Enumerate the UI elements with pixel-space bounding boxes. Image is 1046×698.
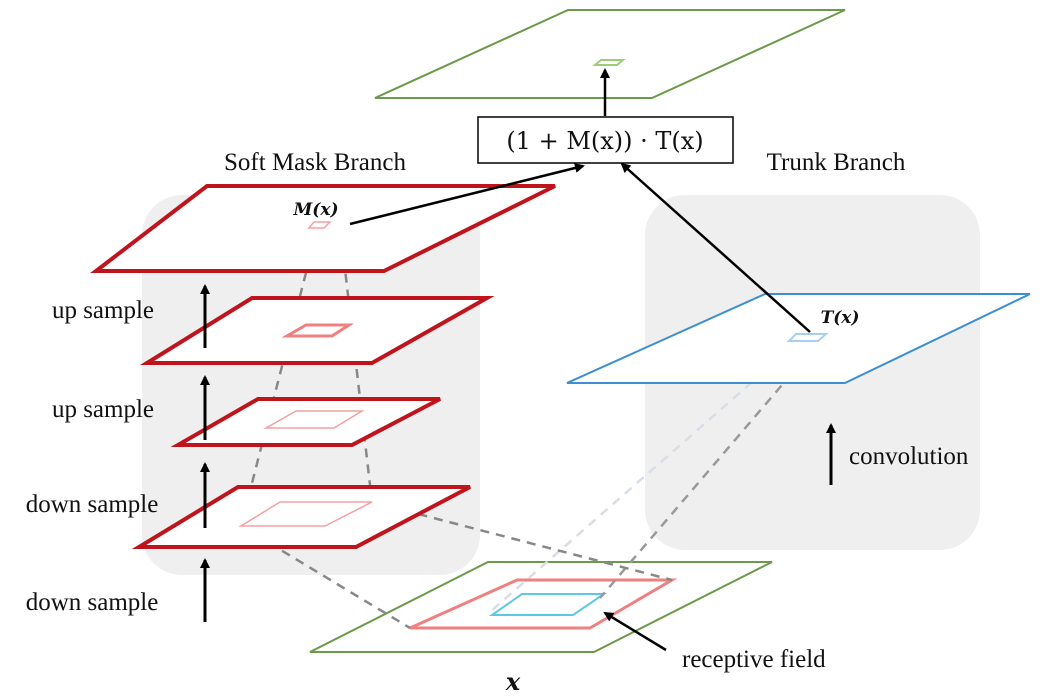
trunk-branch-label: Trunk Branch [767,149,906,176]
up-sample-label-2: up sample [52,396,154,423]
receptive-field-outer [409,578,678,630]
mask-plane-up-1 [139,296,495,365]
mask-plane-down-2-patch [263,410,365,429]
output-plane-patch [592,59,626,66]
up-sample-label-1: up sample [52,297,154,324]
mask-plane-down-1-patch [238,501,373,527]
formula-box [477,116,734,164]
dashed-line [338,225,374,503]
soft-mask-branch-label: Soft Mask Branch [224,149,406,176]
mask-plane-up-1-patch [281,323,355,338]
soft-mask-panel [142,195,480,575]
trunk-output-label: T(x) [821,308,860,328]
input-x-label: x [505,667,521,696]
receptive-field-label: receptive field [682,646,826,673]
down-sample-label-2: down sample [26,589,159,616]
mask-plane-up-2-patch [307,221,332,229]
mask-output-label: M(x) [292,200,338,220]
arrow-mask-to-formula [349,163,585,226]
mask-plane-down-1 [131,485,471,549]
trunk-plane-patch [786,333,829,342]
mask-plane-up-2 [90,184,556,273]
trunk-plane [566,293,1031,384]
convolution-label: convolution [849,443,969,470]
arrow-receptive-field [603,611,667,652]
dashed-line [239,225,320,527]
dashed-line [371,500,673,582]
dashed-line [489,339,801,613]
input-plane [309,561,773,653]
down-sample-label-1: down sample [26,491,159,518]
receptive-field-inner [488,593,608,616]
arrow-trunk-to-formula [620,162,811,333]
output-plane [374,9,846,99]
formula-text: (1 + M(x)) · T(x) [506,127,703,155]
